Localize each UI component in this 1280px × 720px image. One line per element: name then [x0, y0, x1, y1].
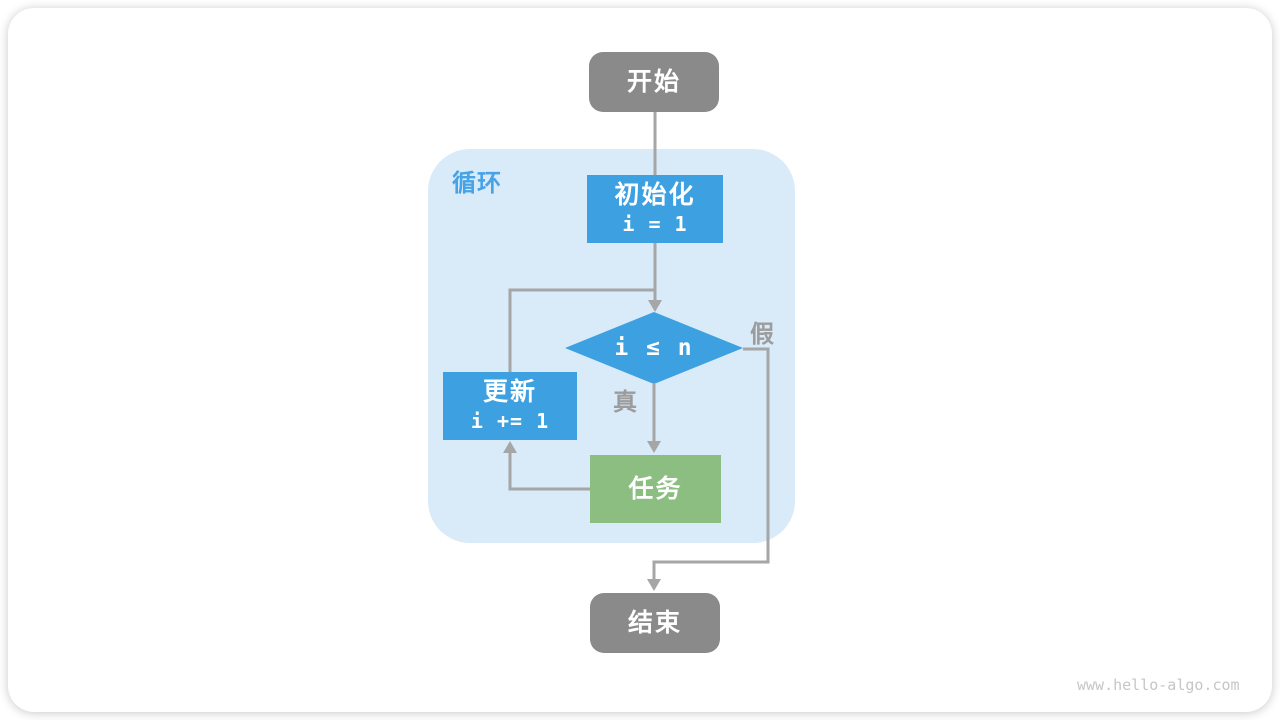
node-start-label: 开始: [626, 68, 681, 96]
node-init: 初始化 i = 1: [587, 175, 723, 243]
node-update-code: i += 1: [470, 409, 550, 433]
arrowhead-into-end: [647, 579, 661, 591]
edge-label-true: 真: [613, 389, 637, 416]
arrowhead-into-task: [647, 441, 661, 453]
watermark-text: www.hello-algo.com: [1077, 676, 1240, 694]
node-update-title: 更新: [482, 378, 537, 406]
edge-update-merge: [508, 288, 655, 372]
arrowhead-into-update: [503, 441, 517, 453]
arrowhead-into-cond: [648, 300, 662, 312]
node-condition-label: i ≤ n: [614, 335, 694, 361]
node-end: 结束: [590, 593, 720, 653]
loop-group-label: 循环: [452, 170, 502, 197]
edge-label-false: 假: [750, 321, 774, 348]
node-update: 更新 i += 1: [443, 372, 577, 440]
node-task-label: 任务: [628, 475, 683, 503]
edge-cond-end: [652, 347, 770, 579]
node-init-title: 初始化: [614, 181, 696, 209]
node-task: 任务: [590, 455, 721, 523]
node-end-label: 结束: [627, 609, 682, 637]
node-init-code: i = 1: [622, 212, 688, 236]
edge-task-update: [508, 452, 590, 491]
node-start: 开始: [589, 52, 719, 112]
